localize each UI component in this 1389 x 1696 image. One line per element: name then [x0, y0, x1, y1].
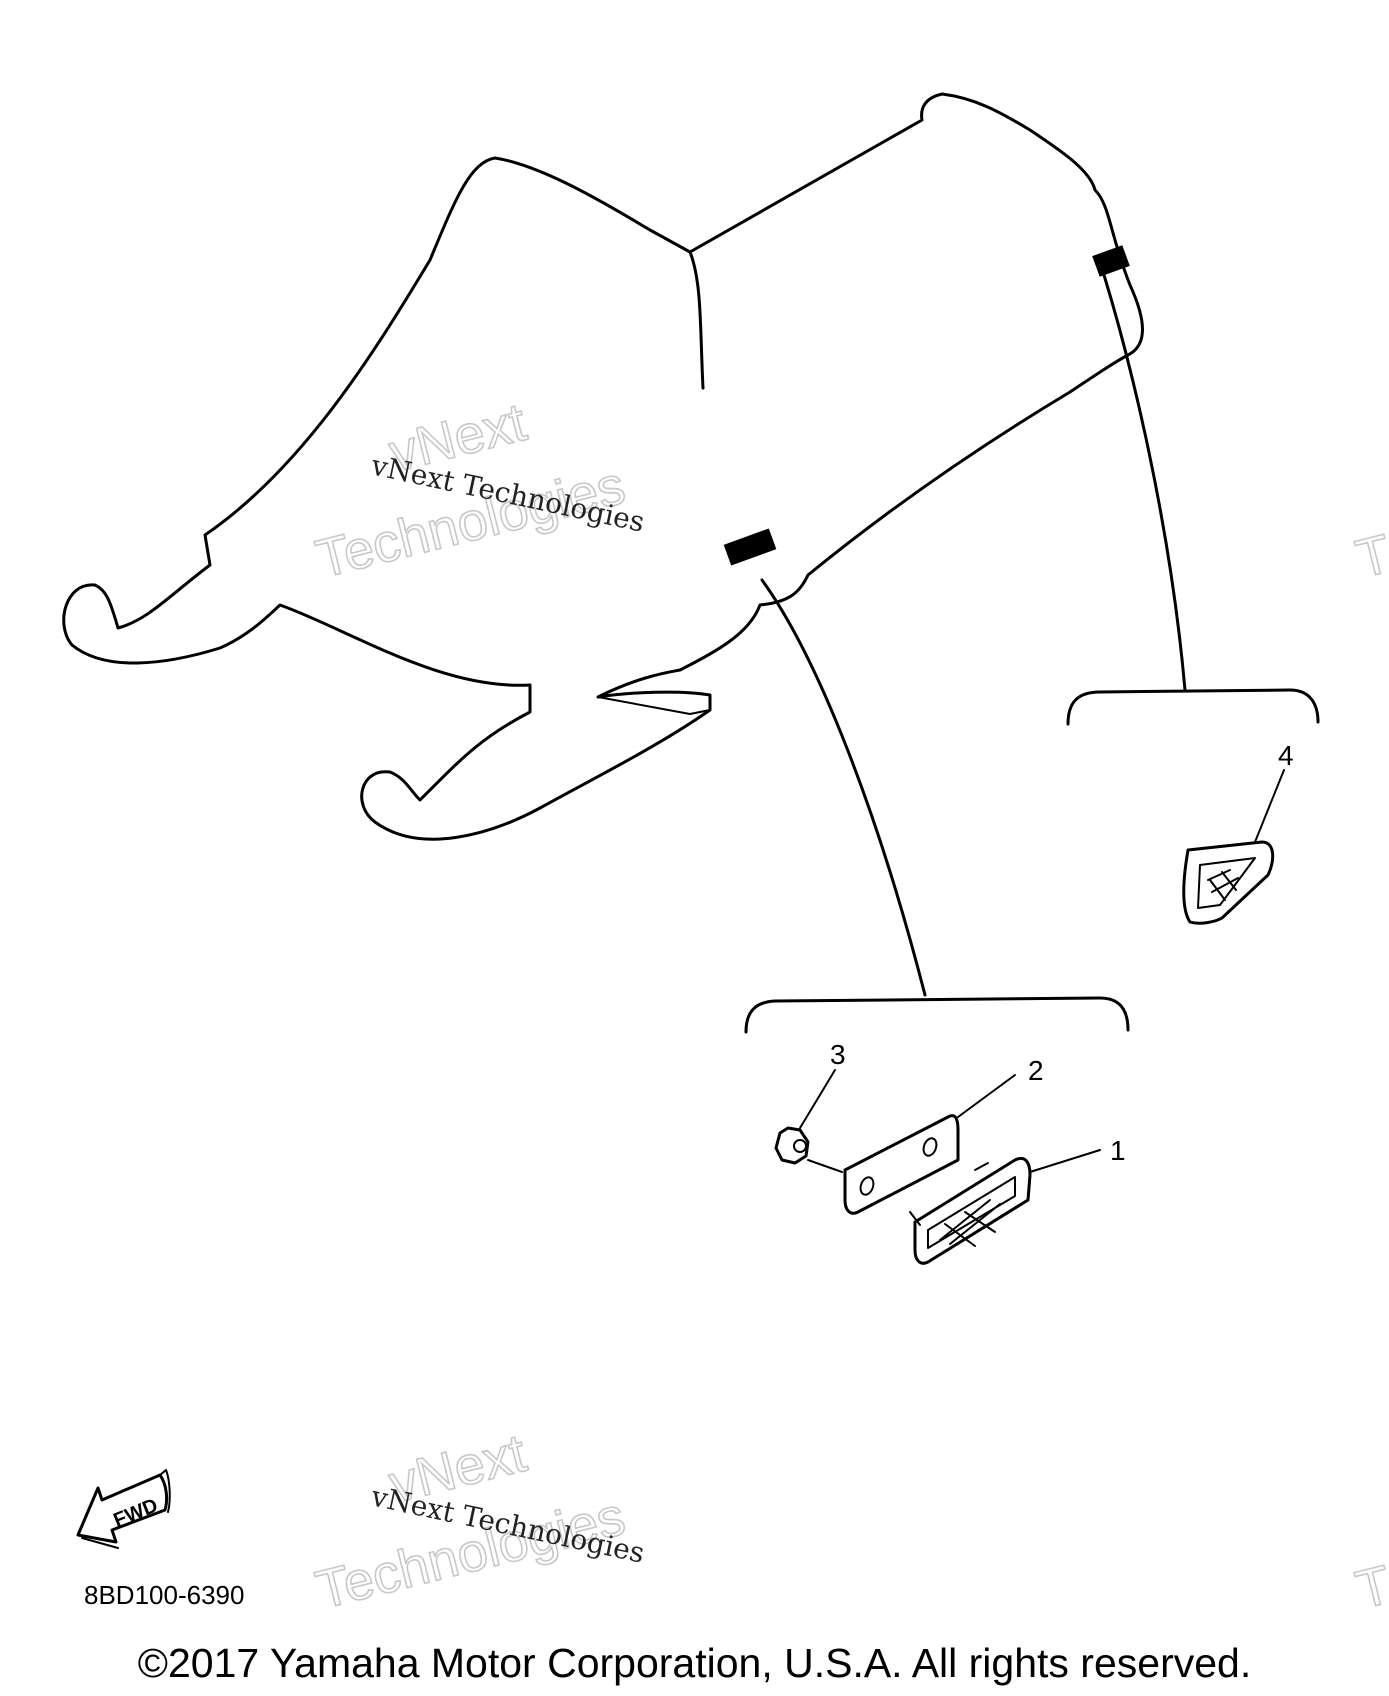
fwd-label: FWD — [111, 1494, 161, 1531]
watermark-edge-upper: T — [1350, 523, 1389, 589]
callout-2: 2 — [1028, 1055, 1044, 1086]
copyright-notice: ©2017 Yamaha Motor Corporation, U.S.A. A… — [137, 1640, 1252, 1686]
callout-1: 1 — [1110, 1135, 1126, 1166]
watermark-upper: vNext Technologies vNext Technologies — [310, 391, 648, 590]
reflector-mark-rear — [1092, 245, 1130, 277]
snowmobile-outline — [62, 92, 1144, 841]
fwd-arrow: FWD — [76, 1469, 171, 1549]
callout-leader-1 — [1029, 1149, 1101, 1173]
leader-line-side — [760, 578, 927, 997]
watermark-edge-lower: T — [1350, 1554, 1389, 1620]
reflector-mark-side — [723, 528, 777, 566]
callout-leader-2 — [957, 1074, 1016, 1118]
leader-line-rear — [1102, 273, 1187, 692]
part-3-nut — [774, 1126, 810, 1165]
part-1-reflector — [909, 1156, 1032, 1265]
watermark-lower: vNext Technologies vNext Technologies — [310, 1422, 648, 1621]
part-4-reflector — [1182, 840, 1275, 925]
callout-4: 4 — [1278, 740, 1294, 771]
bracket-side — [744, 996, 1130, 1034]
part-code: 8BD100-6390 — [84, 1580, 245, 1610]
callout-3: 3 — [830, 1039, 846, 1070]
part-2-plate — [843, 1114, 960, 1215]
bracket-rear — [1066, 688, 1320, 726]
callout-leader-4 — [1254, 769, 1285, 843]
callout-leader-3 — [799, 1069, 836, 1129]
nut-to-plate-line — [807, 1159, 843, 1173]
